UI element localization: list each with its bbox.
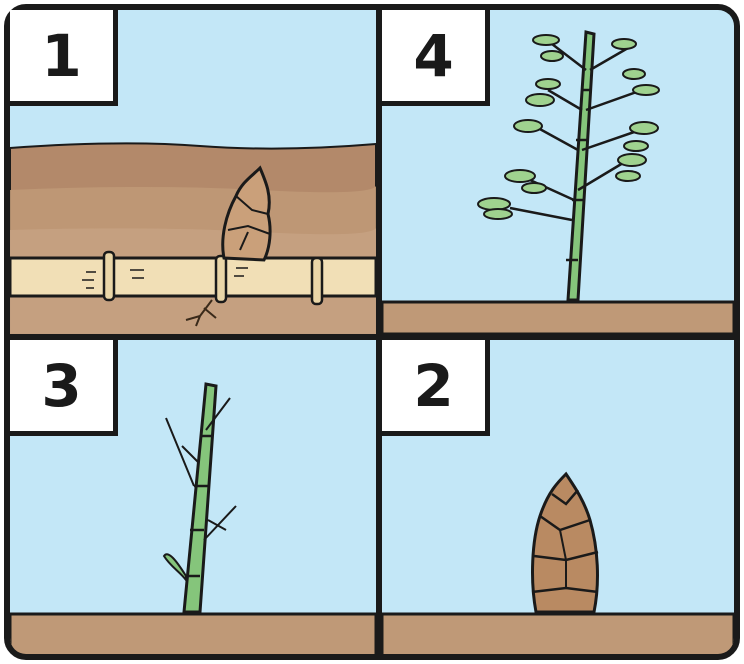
panel-3-number: 3 bbox=[10, 340, 118, 436]
panel-1-number: 1 bbox=[10, 10, 118, 106]
panel-4-number-text: 4 bbox=[413, 27, 453, 85]
panel-2-number: 2 bbox=[382, 340, 490, 436]
panel-1-number-text: 1 bbox=[41, 27, 81, 85]
panel-3-number-text: 3 bbox=[41, 357, 81, 415]
panel-2-number-text: 2 bbox=[413, 357, 453, 415]
panel-4-number: 4 bbox=[382, 10, 490, 106]
